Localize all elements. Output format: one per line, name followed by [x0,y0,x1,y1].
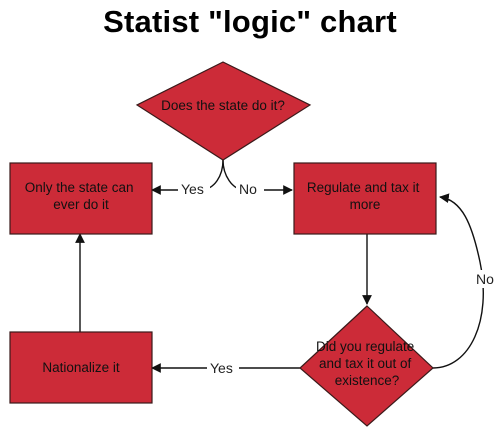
node-labels: Does the state do it? Only the state can… [25,98,423,388]
decision-node-existence [299,305,434,427]
edge-label-yes-bottom: Yes [210,360,233,376]
decision-node-state [135,61,312,161]
edge-label-yes-top: Yes [181,181,204,197]
nodes [9,61,437,427]
edge-existence-to-regulate [432,193,484,369]
process-node-nationalize [9,331,153,404]
only-state-label: Only the state can ever do it [25,180,138,212]
existence-label: Did you regulate and tax it out of exist… [316,339,418,388]
nationalize-label: Nationalize it [42,360,120,375]
regulate-label: Regulate and tax it more [307,180,423,212]
chart-title: Statist "logic" chart [103,4,397,39]
decision-state-label: Does the state do it? [161,98,285,113]
process-node-regulate [293,162,437,235]
edge-label-no-right: No [476,271,494,287]
process-node-only-state [9,162,153,235]
edge-label-no-top: No [239,181,257,197]
edge-labels: Yes No No Yes [178,180,496,377]
